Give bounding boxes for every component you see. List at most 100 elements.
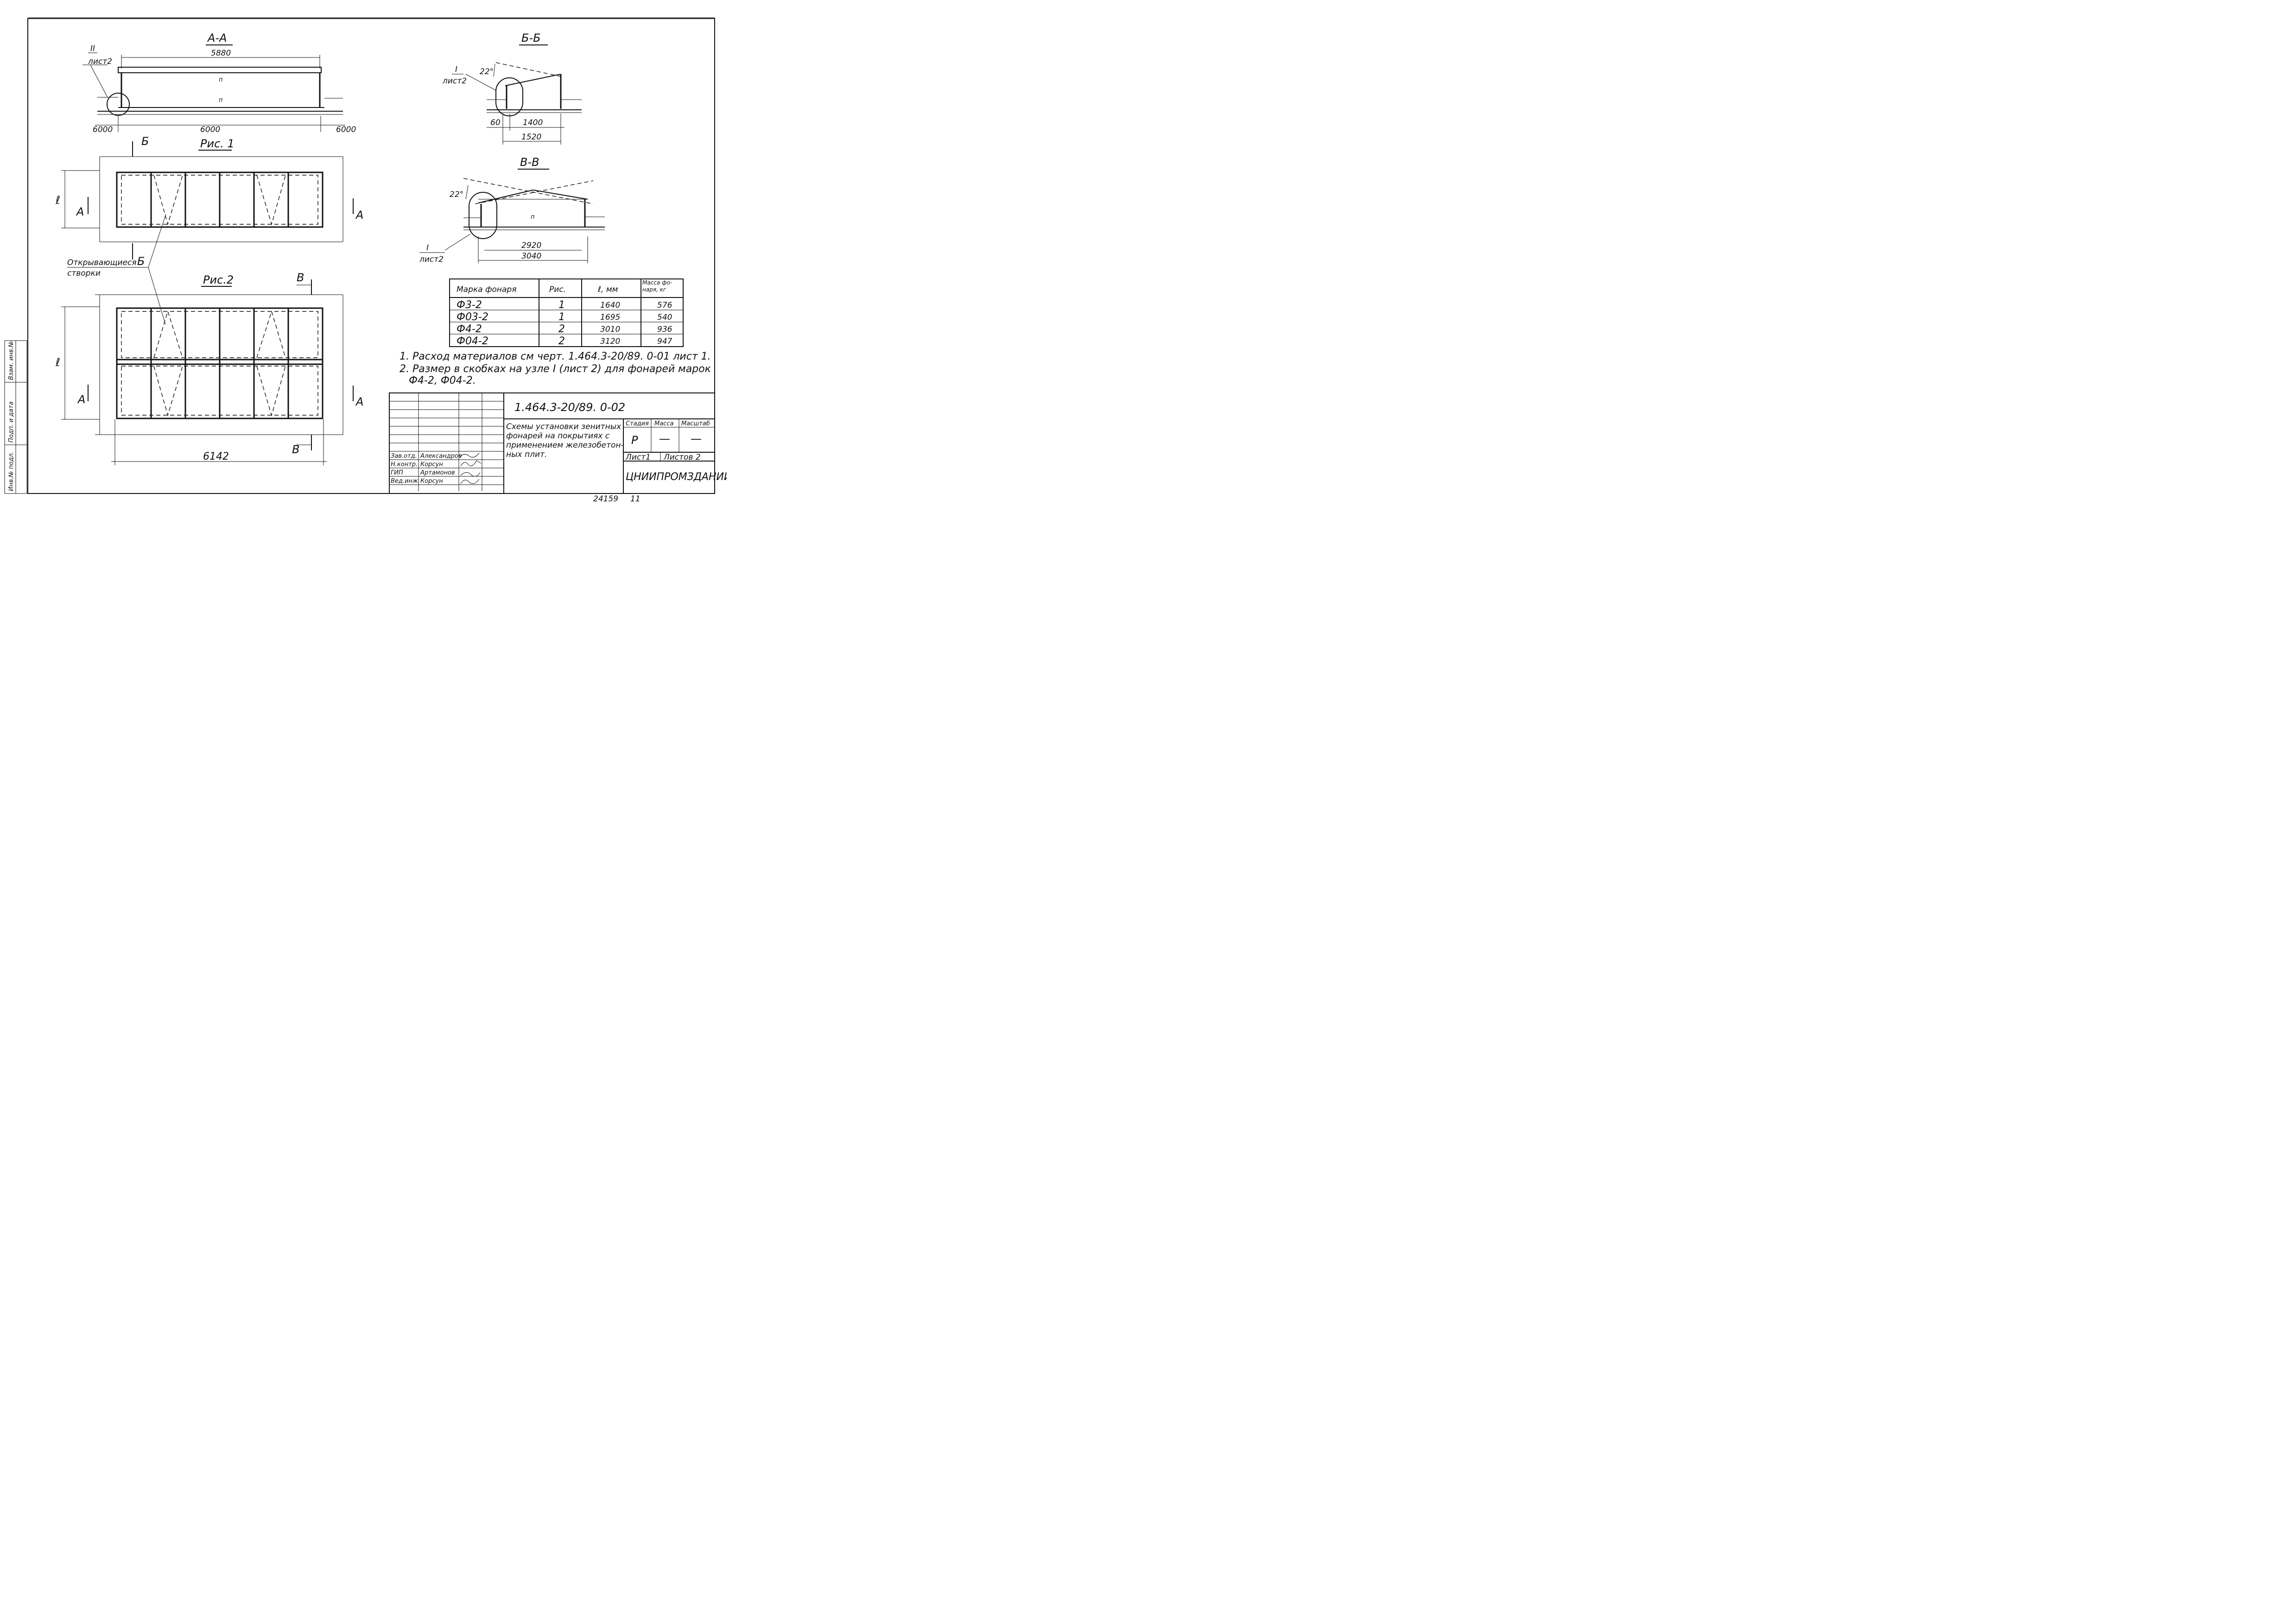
spec-row-3-mass: 936 (657, 325, 672, 334)
spec-header-mass: Масса фо- наря, кг (642, 279, 672, 293)
stamp-sheets: Листов 2 (663, 453, 701, 462)
stamp-title-1: Схемы установки зенитных (506, 422, 622, 431)
bb-callout-sheet: лист2 (442, 76, 467, 86)
spec-row-3-mark: Ф4-2 (457, 323, 482, 335)
bb-dim-left: 60 (490, 118, 501, 127)
stamp-hdr-mass: Масса (654, 420, 673, 427)
note-2a: 2. Размер в скобках на узле I (лист 2) д… (400, 363, 711, 375)
spec-table: Марка фонаря Рис. ℓ, мм Масса фо- наря, … (449, 278, 684, 347)
bb-dim-total: 1520 (521, 133, 541, 142)
stamp-title-4: ных плит. (506, 450, 547, 459)
spec-row-2-fig: 1 (558, 311, 565, 323)
section-aa-title: А-А (207, 32, 227, 44)
stamp-name-4: Корсун (420, 478, 443, 485)
section-vv: В-В п 22° I лист2 2920 3040 (419, 156, 605, 264)
section-aa: А-А 5880 п п II лист2 6000 6000 6000 (82, 32, 356, 134)
aa-top-dim: 5880 (211, 49, 231, 58)
spec-row-4-mass: 947 (657, 337, 672, 346)
bb-callout-num: I (455, 65, 457, 74)
fig2-bottom-dim: 6142 (203, 451, 229, 462)
aa-mark-top: п (219, 76, 223, 83)
spec-row-2-len: 1695 (600, 313, 620, 322)
aa-bottom-left: 6000 (93, 125, 113, 134)
stamp-role-2: Н.контр. (391, 461, 418, 468)
spec-row-1-len: 1640 (600, 301, 620, 310)
stamp-name-2: Корсун (420, 461, 443, 468)
spec-row-1-mark: Ф3-2 (457, 299, 482, 311)
stamp-name-1: Александров (420, 453, 462, 460)
spec-row-2-mass: 540 (657, 313, 672, 322)
note-2b: Ф4-2, Ф04-2. (409, 375, 476, 386)
spec-header-mark: Марка фонаря (457, 285, 516, 294)
spec-row-3-fig: 2 (558, 323, 565, 335)
stamp-role-3: ГИП (391, 469, 403, 476)
side-stamp-c1: Инв.№ подл. (8, 451, 15, 491)
fig1-cut-a-left: А (76, 205, 84, 218)
spec-row-2-mark: Ф03-2 (457, 311, 488, 323)
signature-3 (460, 472, 481, 477)
fig2-dim-l: ℓ (55, 356, 60, 369)
vv-dim-total: 3040 (521, 252, 541, 261)
signature-4 (460, 479, 480, 484)
signature-1 (459, 453, 480, 458)
vv-node-capsule (469, 192, 497, 239)
note-1: 1. Расход материалов см черт. 1.464.3-20… (400, 351, 711, 362)
spec-row-1-mass: 576 (657, 301, 672, 310)
spec-row-3-len: 3010 (600, 325, 620, 334)
sashes-label: Открывающиеся створки (67, 214, 166, 325)
stamp-name-3: Артамонов (420, 469, 455, 476)
footer-number: 24159 (593, 494, 618, 504)
stamp-hdr-scale: Масштаб (681, 420, 710, 427)
stamp-sheet: Лист1 (625, 453, 651, 462)
vv-angle: 22° (450, 190, 463, 199)
bb-angle: 22° (480, 67, 494, 76)
drawing-sheet: Взам. инв.№ Подп. и дата Инв.№ подл. А-А… (4, 17, 727, 504)
section-bb: Б-Б 22° I лист2 60 1400 1520 (442, 32, 582, 145)
stamp-doc-code: 1.464.3-20/89. 0-02 (514, 401, 625, 414)
notes: 1. Расход материалов см черт. 1.464.3-20… (400, 351, 711, 386)
fig2-title: Рис.2 (203, 273, 234, 286)
bb-node-capsule (495, 77, 523, 116)
spec-row-4-fig: 2 (558, 335, 565, 347)
aa-bottom-right: 6000 (336, 125, 356, 134)
side-stamp-c3: Взам. инв.№ (8, 341, 15, 380)
side-stamp: Взам. инв.№ Подп. и дата Инв.№ подл. (4, 340, 27, 494)
fig2-cut-v-top: В (297, 271, 304, 284)
footer-page: 11 (630, 494, 641, 504)
stamp-title-2: фонарей на покрытиях с (506, 431, 610, 441)
fig1-cut-b-bottom: Б (137, 255, 145, 268)
section-vv-title: В-В (520, 156, 539, 169)
signature-2 (460, 460, 482, 467)
stamp-val-stage: Р (631, 434, 638, 447)
stamp-title-3: применением железобетон- (506, 441, 624, 450)
spec-row-4-len: 3120 (600, 337, 620, 346)
aa-node-circle (107, 93, 130, 116)
fig2-cut-v-bottom: В (292, 443, 299, 456)
spec-header-fig: Рис. (549, 285, 566, 294)
fig2-cut-a-left: А (77, 393, 85, 406)
stamp-org: ЦНИИПРОМЗДАНИЙ (626, 471, 727, 483)
spec-row-4-mark: Ф04-2 (457, 335, 488, 347)
stamp-role-1: Зав.отд. (391, 453, 417, 460)
fig1-cut-a-right: А (355, 209, 363, 221)
aa-callout-num: II (90, 44, 95, 53)
aa-bottom-mid: 6000 (200, 125, 220, 134)
vv-mark: п (531, 214, 535, 221)
figure-1: Рис. 1 ℓ А А Б Б (55, 135, 363, 268)
stamp-val-scale: — (691, 432, 702, 445)
spec-row-1-fig: 1 (558, 299, 565, 311)
vv-callout-num: I (426, 243, 429, 253)
sashes-line2: створки (67, 269, 101, 278)
stamp-hdr-stage: Стадия (626, 420, 649, 427)
figure-2: Рис.2 ℓ А А В В (55, 271, 363, 465)
vv-dim-inner: 2920 (521, 241, 541, 250)
side-stamp-c2: Подп. и дата (8, 401, 15, 443)
fig2-cut-a-right: А (355, 395, 363, 408)
fig1-cut-b-top: Б (141, 135, 149, 148)
fig1-title: Рис. 1 (200, 137, 235, 150)
sheet-frame (27, 18, 715, 494)
stamp-val-mass: — (659, 432, 670, 445)
bb-dim-mid: 1400 (523, 118, 543, 127)
stamp-role-4: Вед.инж. (391, 478, 420, 485)
aa-callout-sheet: лист2 (88, 57, 112, 66)
